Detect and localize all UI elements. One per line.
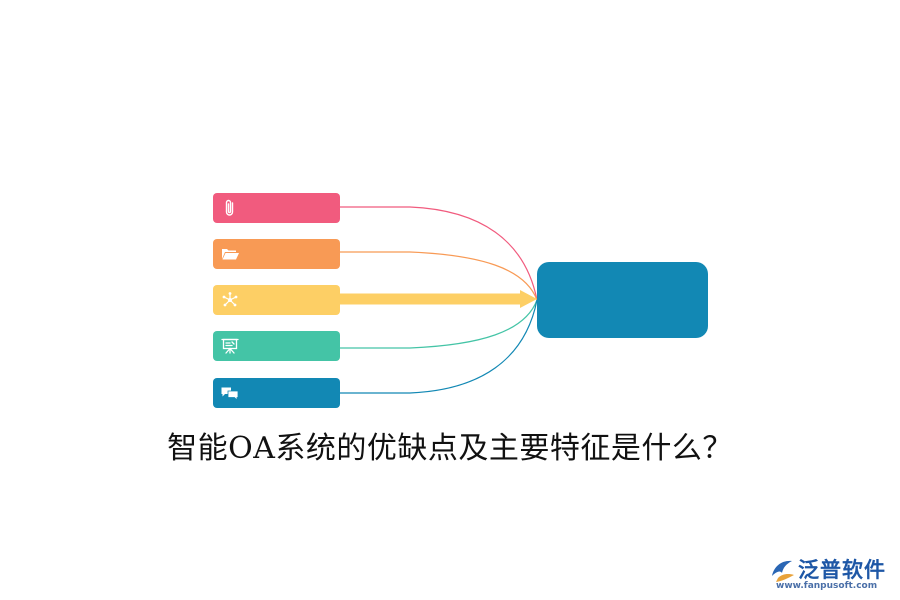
node-chat [213, 378, 340, 408]
network-icon [222, 292, 238, 307]
logo-name: 泛普软件 [798, 558, 886, 582]
connector-line-4 [340, 299, 538, 349]
connector-arrowhead [520, 290, 537, 308]
brand-logo: 泛普软件 www.fanpusoft.com [768, 554, 892, 592]
node-folder [213, 239, 340, 269]
node-presentation [213, 331, 340, 361]
presentation-icon [221, 338, 239, 354]
node-network [213, 285, 340, 315]
central-topic-box [537, 262, 708, 338]
page-title: 智能OA系统的优缺点及主要特征是什么？ [167, 431, 733, 466]
connector-line-5 [340, 299, 538, 394]
paperclip-icon [225, 199, 234, 216]
logo-mark-icon [772, 560, 794, 582]
connector-line-2 [340, 251, 538, 301]
node-paperclip [213, 193, 340, 223]
logo-url: www.fanpusoft.com [776, 581, 878, 591]
folder-icon [222, 249, 239, 260]
chat-bubbles-icon [221, 387, 239, 401]
connector-line-1 [340, 206, 538, 301]
